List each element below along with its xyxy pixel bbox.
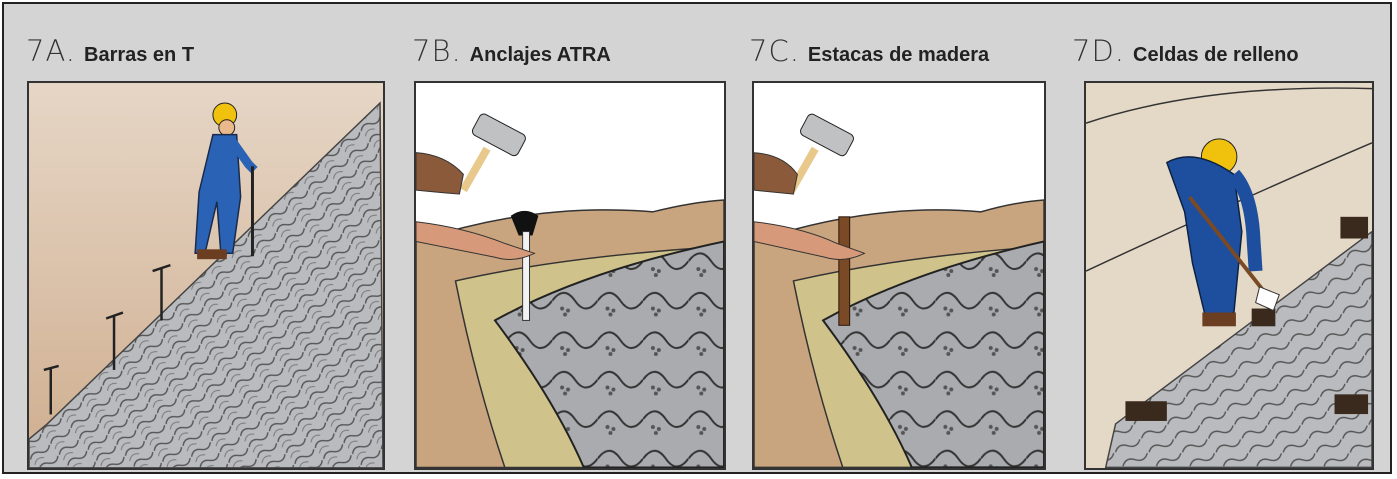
- panel-7d-illustration: [1084, 81, 1374, 470]
- panel-7c-heading: 7C. Estacas de madera: [749, 34, 989, 80]
- shovel-icon: [1188, 195, 1266, 293]
- geocell-slope: [1104, 230, 1372, 468]
- panel-7d-heading: 7D. Celdas de relleno: [1072, 34, 1299, 80]
- panel-7c-illustration: [752, 81, 1046, 470]
- panel-7a-illustration: [27, 81, 385, 470]
- slope-with-t-bars-scene: [29, 83, 383, 468]
- geocell-panel: [493, 240, 724, 468]
- hand-icon: [754, 152, 798, 195]
- panel-7a-number: 7A.: [26, 34, 76, 68]
- hand-icon: [754, 221, 866, 260]
- panel-7b-illustration: [414, 81, 726, 470]
- hammer-icon: [459, 113, 526, 193]
- t-bar-icon: [43, 263, 171, 415]
- atra-anchor-icon: [510, 210, 539, 321]
- panel-7b-heading: 7B. Anclajes ATRA: [412, 34, 611, 80]
- panel-7c-title: Estacas de madera: [807, 44, 990, 66]
- panel-7d-number: 7D.: [1072, 34, 1125, 68]
- wood-stake-scene: [754, 83, 1044, 468]
- infill-material: [1125, 216, 1369, 421]
- atra-anchor-scene: [416, 83, 724, 468]
- hand-icon: [416, 152, 464, 195]
- panel-7d-title: Celdas de relleno: [1133, 44, 1299, 66]
- panel-7a-heading: 7A. Barras en T: [26, 34, 194, 80]
- panel-7b-number: 7B.: [412, 34, 462, 68]
- worker-icon: [1165, 138, 1280, 327]
- geocell-panel: [821, 240, 1044, 468]
- worker-icon: [194, 102, 258, 260]
- panel-7b-title: Anclajes ATRA: [469, 44, 611, 66]
- panel-7c-number: 7C.: [749, 34, 800, 68]
- hand-icon: [416, 221, 536, 260]
- wood-stake-icon: [838, 216, 851, 326]
- infill-cells-scene: [1086, 83, 1372, 468]
- panel-7a-title: Barras en T: [84, 44, 195, 66]
- geocell-slope: [29, 101, 383, 468]
